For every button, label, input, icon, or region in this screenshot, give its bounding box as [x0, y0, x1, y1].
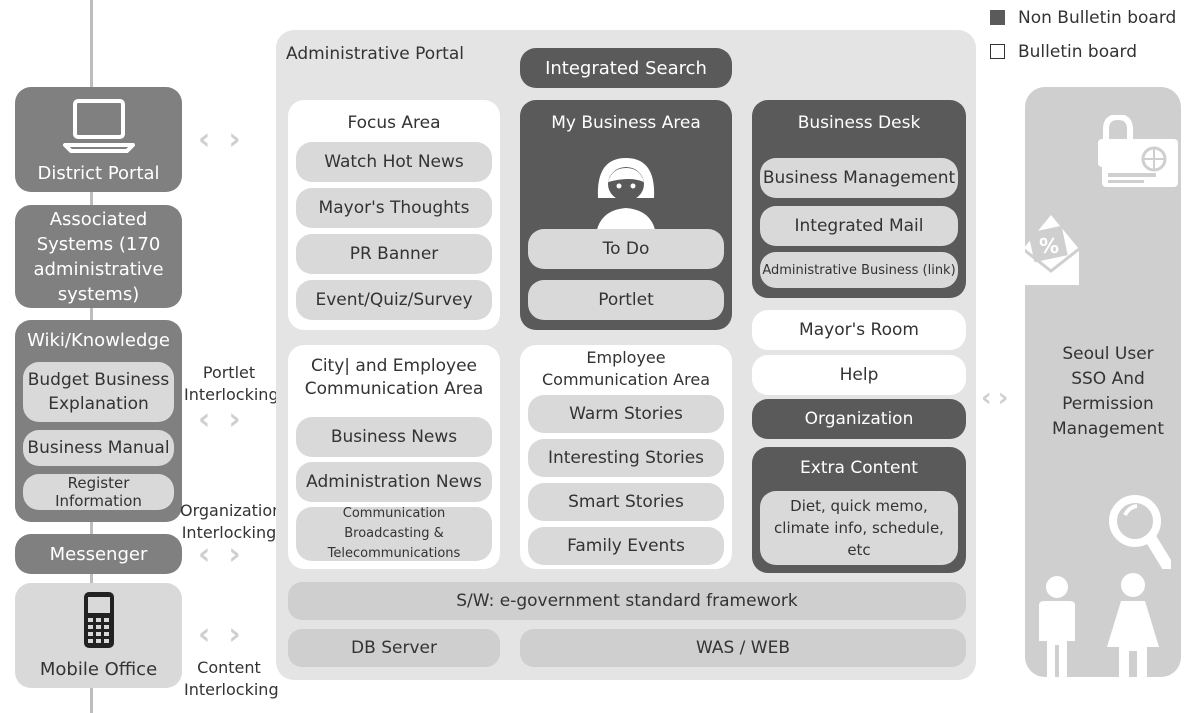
- db-server-bar: DB Server: [288, 629, 500, 667]
- arrow-content: ‹›: [198, 617, 259, 652]
- employee-item-interesting-stories[interactable]: Interesting Stories: [528, 439, 724, 477]
- extra-content-body: Diet, quick memo, climate info, schedule…: [760, 491, 958, 565]
- arrow-sso: ‹›: [981, 383, 1015, 413]
- integrated-mail-button[interactable]: Integrated Mail: [760, 206, 958, 246]
- district-portal-label: District Portal: [37, 162, 160, 184]
- focus-area-card: Focus Area Watch Hot News Mayor's Though…: [288, 100, 500, 330]
- messenger-box: Messenger: [15, 534, 182, 574]
- help-button[interactable]: Help: [752, 355, 966, 395]
- legend-swatch-non-bulletin: [990, 10, 1005, 25]
- extra-content-card: Extra Content Diet, quick memo, climate …: [752, 447, 966, 573]
- laptop-icon: [63, 99, 135, 153]
- organization-interlocking-label: Organization Interlocking: [180, 501, 283, 542]
- business-management-button[interactable]: Business Management: [760, 158, 958, 198]
- magnifier-icon: [1109, 495, 1171, 569]
- city-communication-card: City| and Employee Communication Area Bu…: [288, 345, 500, 569]
- wiki-item-budget[interactable]: Budget Business Explanation: [23, 362, 174, 422]
- focus-item-pr-banner[interactable]: PR Banner: [296, 234, 492, 274]
- wiki-item-manual[interactable]: Business Manual: [23, 430, 174, 466]
- wiki-knowledge-title: Wiki/Knowledge: [27, 329, 170, 351]
- focus-item-hot-news[interactable]: Watch Hot News: [296, 142, 492, 182]
- mayors-room-button[interactable]: Mayor's Room: [752, 310, 966, 350]
- integrated-search-button[interactable]: Integrated Search: [520, 48, 732, 88]
- portlet-interlocking-label: Portlet Interlocking: [184, 363, 279, 404]
- id-card-icon: [1102, 139, 1178, 187]
- was-web-bar: WAS / WEB: [520, 629, 966, 667]
- legend-label-bulletin: Bulletin board: [1018, 42, 1137, 62]
- user-avatar-icon: [596, 158, 656, 234]
- focus-item-mayors-thoughts[interactable]: Mayor's Thoughts: [296, 188, 492, 228]
- administrative-business-link[interactable]: Administrative Business (link): [760, 252, 958, 288]
- svg-text:%: %: [1039, 234, 1059, 258]
- legend-label-non-bulletin: Non Bulletin board: [1018, 8, 1177, 28]
- sso-panel: % Seoul User SSO And Permission Manageme…: [1025, 87, 1181, 677]
- city-item-administration-news[interactable]: Administration News: [296, 462, 492, 502]
- city-item-broadcasting[interactable]: Communication Broadcasting & Telecommuni…: [296, 506, 492, 561]
- arrow-organization: ‹›: [198, 537, 259, 572]
- mobile-phone-icon: [84, 592, 114, 648]
- portal-title: Administrative Portal: [286, 44, 464, 64]
- todo-button[interactable]: To Do: [528, 229, 724, 269]
- content-interlocking-label: Content Interlocking: [184, 658, 279, 699]
- my-business-card: My Business Area To Do Portlet: [520, 100, 732, 330]
- wiki-knowledge-box: Wiki/Knowledge Budget Business Explanati…: [15, 320, 182, 522]
- employee-item-warm-stories[interactable]: Warm Stories: [528, 395, 724, 433]
- associated-systems-box: Associated Systems (170 administrative s…: [15, 205, 182, 308]
- district-portal-box: District Portal: [15, 87, 182, 192]
- woman-icon: [1107, 573, 1159, 677]
- sw-framework-bar: S/W: e-government standard framework: [288, 582, 966, 620]
- mobile-office-label: Mobile Office: [39, 658, 158, 680]
- mobile-office-box: Mobile Office: [15, 583, 182, 688]
- extra-content-title: Extra Content: [800, 458, 918, 478]
- wiki-item-register[interactable]: Register Information: [23, 474, 174, 510]
- city-communication-title: City| and Employee Communication Area: [304, 356, 484, 399]
- arrow-portlet: ‹›: [198, 402, 259, 437]
- employee-communication-card: Employee Communication Area Warm Stories…: [520, 345, 732, 569]
- business-desk-card: Business Desk Business Management Integr…: [752, 100, 966, 298]
- focus-area-title: Focus Area: [347, 113, 441, 133]
- focus-item-event-quiz[interactable]: Event/Quiz/Survey: [296, 280, 492, 320]
- portlet-button[interactable]: Portlet: [528, 280, 724, 320]
- organization-button[interactable]: Organization: [752, 399, 966, 439]
- arrow-district: ‹›: [198, 122, 259, 157]
- employee-item-family-events[interactable]: Family Events: [528, 527, 724, 565]
- employee-item-smart-stories[interactable]: Smart Stories: [528, 483, 724, 521]
- employee-communication-title: Employee Communication Area: [541, 348, 710, 389]
- discount-envelope-icon: %: [1025, 215, 1080, 285]
- legend-swatch-bulletin: [990, 44, 1005, 59]
- my-business-title: My Business Area: [551, 113, 701, 133]
- city-item-business-news[interactable]: Business News: [296, 417, 492, 457]
- sso-label: Seoul User SSO And Permission Management: [1052, 344, 1164, 439]
- business-desk-title: Business Desk: [797, 113, 921, 133]
- man-icon: [1039, 576, 1075, 677]
